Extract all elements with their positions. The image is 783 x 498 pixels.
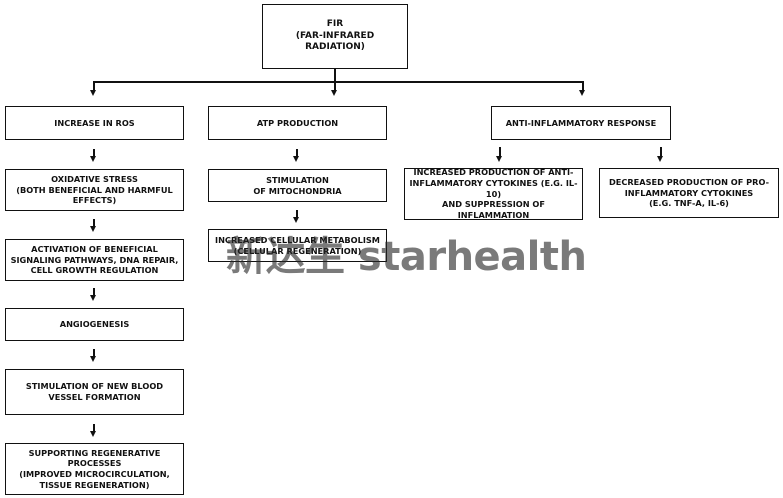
down-arrow (496, 156, 503, 162)
down-arrow (90, 431, 97, 437)
arrow-to-atp (331, 90, 338, 96)
branch-drop-anti (582, 81, 584, 91)
arrow-stem (93, 219, 95, 227)
branch-bus (93, 81, 583, 83)
arrow-stem (296, 149, 298, 157)
arrow-stem (93, 149, 95, 157)
arrow-stem (296, 210, 298, 218)
node-mitochondria: STIMULATION OF MITOCHONDRIA (208, 169, 387, 202)
node-regenerative-processes: SUPPORTING REGENERATIVE PROCESSES (IMPRO… (5, 443, 184, 495)
branch-drop-atp (334, 81, 336, 91)
down-arrow (293, 217, 300, 223)
branch-node-ros: INCREASE IN ROS (5, 106, 184, 140)
down-arrow (657, 156, 664, 162)
branch-node-anti-inflammatory: ANTI-INFLAMMATORY RESPONSE (491, 106, 671, 140)
down-arrow (293, 156, 300, 162)
arrow-to-anti (579, 90, 586, 96)
root-stem (334, 68, 336, 82)
arrow-to-ros (90, 90, 97, 96)
arrow-stem (93, 349, 95, 357)
arrow-stem (93, 424, 95, 432)
arrow-stem (93, 288, 95, 296)
arrow-stem (660, 147, 662, 157)
node-anti-inflammatory-cytokines: INCREASED PRODUCTION OF ANTI- INFLAMMATO… (404, 167, 583, 220)
branch-node-atp: ATP PRODUCTION (208, 106, 387, 140)
node-signaling-pathways: ACTIVATION OF BENEFICIAL SIGNALING PATHW… (5, 239, 184, 281)
arrow-stem (499, 147, 501, 157)
node-pro-inflammatory-cytokines: DECREASED PRODUCTION OF PRO- INFLAMMATOR… (599, 168, 779, 218)
node-cellular-metabolism: INCREASED CELLULAR METABOLISM (CELLULAR … (208, 229, 387, 262)
node-blood-vessel-formation: STIMULATION OF NEW BLOOD VESSEL FORMATIO… (5, 369, 184, 415)
node-angiogenesis: ANGIOGENESIS (5, 308, 184, 341)
down-arrow (90, 356, 97, 362)
down-arrow (90, 156, 97, 162)
node-oxidative-stress: OXIDATIVE STRESS (BOTH BENEFICIAL AND HA… (5, 169, 184, 211)
root-node: FIR (FAR-INFRARED RADIATION) (262, 4, 408, 69)
down-arrow (90, 226, 97, 232)
branch-drop-ros (93, 81, 95, 91)
down-arrow (90, 295, 97, 301)
